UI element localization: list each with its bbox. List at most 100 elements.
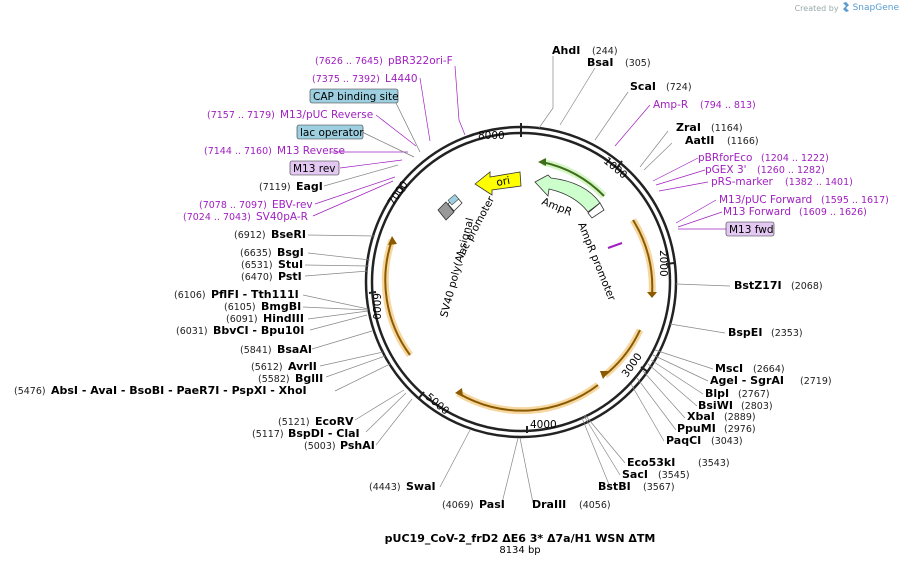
enzyme-ppumi[interactable]: PpuMI (677, 422, 716, 435)
enzyme-bpu10i-pos: (6031) (176, 326, 208, 337)
small-feature-marks (447, 194, 623, 249)
enzyme-bsai[interactable]: BsaI (587, 56, 613, 69)
enzyme-bmgbi[interactable]: BmgBI (261, 300, 301, 313)
enzyme-bspdi-clai[interactable]: BspDI - ClaI (288, 427, 360, 440)
snapgene-logo-icon (842, 2, 850, 14)
m13-rev-label: M13 rev (293, 163, 336, 175)
feature-ampr-label: AmpR (540, 196, 574, 219)
enzyme-swai[interactable]: SwaI (406, 480, 436, 493)
enzyme-stui[interactable]: StuI (278, 258, 303, 271)
primer-amp-r[interactable]: Amp-R (653, 99, 688, 111)
enzyme-draiii[interactable]: DraIII (532, 498, 566, 511)
enzyme-xbai[interactable]: XbaI (687, 410, 715, 423)
enzyme-bglii[interactable]: BglII (295, 372, 323, 385)
primer-pbr322ori-f[interactable]: pBR322ori-F (388, 55, 453, 67)
enzyme-eco53ki[interactable]: Eco53kI (627, 456, 675, 469)
enzyme-stui-pos: (6531) (241, 260, 273, 271)
enzyme-zrai[interactable]: ZraI (676, 121, 701, 134)
primers-left: (7626 .. 7645) pBR322ori-F (7375 .. 7392… (183, 55, 453, 223)
primer-leaders (312, 65, 728, 230)
primer-m13puc-rev[interactable]: M13/pUC Reverse (280, 109, 373, 121)
primer-m13-forward[interactable]: M13 Forward (723, 206, 791, 218)
primer-l4440-pos: (7375 .. 7392) (312, 74, 380, 85)
primer-ebv-rev[interactable]: EBV-rev (272, 199, 313, 211)
enzyme-leaders-right (519, 56, 731, 504)
feature-ori[interactable]: ori (474, 171, 522, 196)
enzyme-agei-sgrai[interactable]: AgeI - SgrAI (710, 374, 784, 387)
enzymes-right: AhdI (244) BsaI (305) ScaI (724) ZraI (1… (532, 44, 832, 511)
enzyme-bspei[interactable]: BspEI (728, 326, 762, 339)
enzyme-saci[interactable]: SacI (622, 468, 648, 481)
enzyme-avrii-pos: (5612) (251, 362, 283, 373)
enzyme-agei-sgrai-pos: (2719) (800, 376, 832, 387)
m13-fwd-label: M13 fwd (729, 224, 774, 236)
enzyme-bstz17i[interactable]: BstZ17I (734, 279, 782, 292)
enzyme-aatii[interactable]: AatII (685, 134, 714, 147)
enzyme-eco53ki-pos: (3543) (698, 458, 730, 469)
tick-2000: 2000 (657, 250, 669, 277)
enzyme-scai[interactable]: ScaI (630, 80, 656, 93)
primer-m13-rev[interactable]: M13 rev (289, 160, 340, 176)
enzyme-pshai[interactable]: PshAI (340, 439, 375, 452)
enzyme-bsgi-pos: (6635) (240, 248, 272, 259)
primer-l4440[interactable]: L4440 (385, 73, 418, 85)
enzyme-bsiwi[interactable]: BsiWI (698, 399, 733, 412)
feature-lac-operator[interactable]: lac operator (296, 124, 364, 140)
primer-sv40pa-r[interactable]: SV40pA-R (256, 211, 308, 223)
feature-sv40-polya-label: SV40 poly(A) signal (438, 217, 476, 319)
enzyme-ppumi-pos: (2976) (724, 424, 756, 435)
boxed-labels: CAP binding site lac operator M13 rev M1… (289, 88, 775, 237)
enzyme-bsaai-pos: (5841) (240, 345, 272, 356)
enzyme-bsaai[interactable]: BsaAI (277, 343, 312, 356)
enzyme-bsiwi-pos: (2803) (741, 401, 773, 412)
primer-m13-fwd[interactable]: M13 fwd (725, 221, 775, 237)
primer-prs-marker[interactable]: pRS-marker (711, 176, 774, 188)
primer-pgex3[interactable]: pGEX 3' (705, 164, 747, 176)
enzyme-bspei-pos: (2353) (771, 328, 803, 339)
enzyme-draiii-pos: (4056) (579, 500, 611, 511)
plasmid-name: pUC19_CoV-2_frD2 ΔE6 3* Δ7a/H1 WSN ΔTM (384, 532, 656, 545)
primer-m13-reverse[interactable]: M13 Reverse (277, 145, 345, 157)
feature-sv40-polya[interactable]: SV40 poly(A) signal (437, 201, 476, 319)
enzyme-paqci[interactable]: PaqCI (666, 434, 701, 447)
tick-8000: 8000 (478, 130, 505, 142)
enzyme-ecorv[interactable]: EcoRV (315, 415, 354, 428)
primer-m13puc-rev-pos: (7157 .. 7179) (207, 110, 275, 121)
feature-ampr-promoter-label: AmpR promoter (575, 221, 618, 303)
enzyme-xhoi-pos: (5476) (14, 386, 46, 397)
enzyme-bstbi[interactable]: BstBI (598, 480, 631, 493)
enzyme-msci[interactable]: MscI (715, 362, 743, 375)
primers-right: Amp-R (794 .. 813) pBRforEco (1204 .. 12… (653, 99, 889, 218)
enzyme-pflfi-tth111i[interactable]: PflFI - Tth111I (211, 288, 299, 301)
enzyme-pasi[interactable]: PasI (479, 498, 505, 511)
primer-prs-marker-pos: (1382 .. 1401) (785, 177, 853, 188)
primer-m13-reverse-pos: (7144 .. 7160) (204, 146, 272, 157)
enzyme-pshai-pos: (5003) (304, 441, 336, 452)
enzyme-eagi[interactable]: EagI (296, 180, 323, 193)
primer-ebv-rev-pos: (7078 .. 7097) (199, 200, 267, 211)
feature-ampr-promoter[interactable]: AmpR promoter (575, 202, 618, 303)
cap-binding-site-label: CAP binding site (313, 91, 399, 103)
tick-4000: 4000 (530, 419, 557, 431)
enzyme-psti[interactable]: PstI (278, 270, 302, 283)
enzyme-absi-xhoi[interactable]: AbsI - AvaI - BsoBI - PaeR7I - PspXI - X… (51, 384, 307, 397)
enzyme-ahdi[interactable]: AhdI (552, 44, 580, 57)
tick-marks (368, 123, 675, 433)
enzyme-avrii[interactable]: AvrII (288, 360, 317, 373)
enzyme-scai-pos: (724) (666, 82, 692, 93)
primer-pbrforeco-pos: (1204 .. 1222) (761, 153, 829, 164)
enzyme-hindiii[interactable]: HindIII (263, 312, 304, 325)
primer-pbrforeco[interactable]: pBRforEco (698, 152, 752, 164)
primer-m13puc-fwd[interactable]: M13/pUC Forward (719, 194, 812, 206)
feature-cap-binding-site[interactable]: CAP binding site (309, 88, 399, 104)
enzyme-hindiii-pos: (6091) (226, 314, 258, 325)
enzyme-bseri[interactable]: BseRI (271, 228, 306, 241)
enzyme-bbvci-bpu10i[interactable]: BbvCI - Bpu10I (213, 324, 304, 337)
enzyme-blpi[interactable]: BlpI (705, 387, 729, 400)
enzyme-aatii-pos: (1166) (727, 136, 759, 147)
enzyme-ecorv-pos: (5121) (278, 417, 310, 428)
orf-arcs (381, 218, 657, 415)
enzyme-msci-pos: (2664) (753, 364, 785, 375)
enzyme-bsgi[interactable]: BsgI (277, 246, 304, 259)
